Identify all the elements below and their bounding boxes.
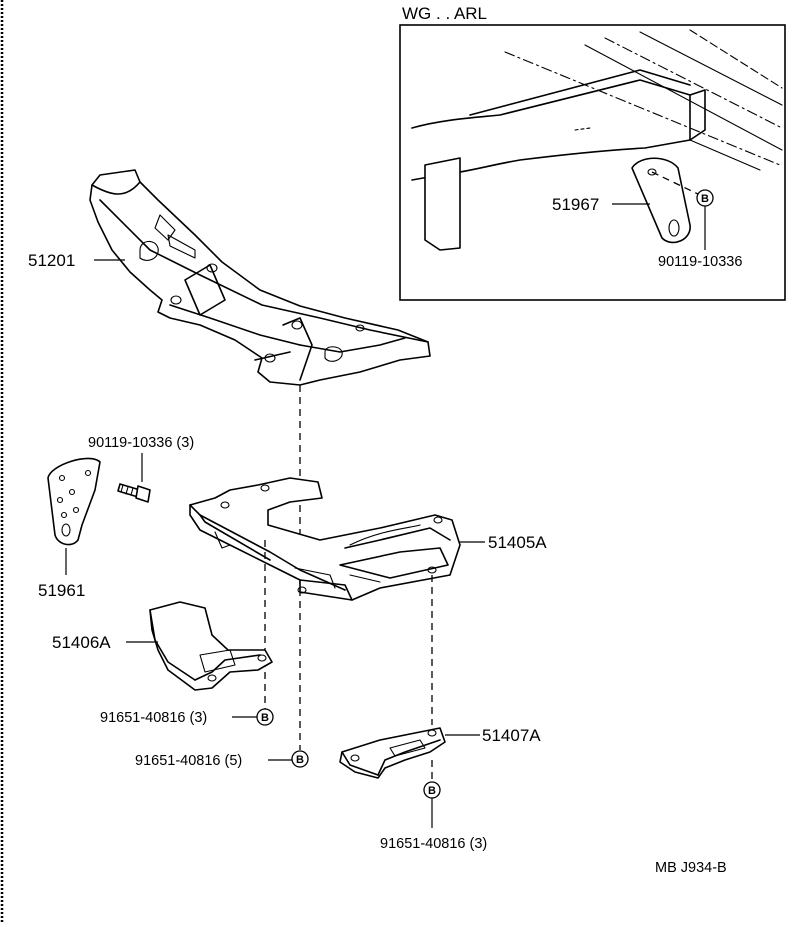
inset-frame [399,24,786,301]
bolt-90119 [117,483,151,503]
marker-rear-letter: B [428,785,436,797]
under-cover-51407A [339,727,446,779]
marker-center-letter: B [296,754,304,766]
label-51201: 51201 [28,251,75,270]
label-51961: 51961 [38,581,85,600]
label-51407A: 51407A [482,726,541,745]
crossmember-51201 [89,169,431,386]
inset-part-label: 51967 [552,195,599,214]
diagram-ref: MB J934-B [655,860,727,876]
label-front-clip: 91651-40816 (3) [100,710,207,726]
marker-front-letter: B [261,712,269,724]
label-51405A: 51405A [488,533,547,552]
inset-bracket-51967 [631,157,701,244]
label-center-clip: 91651-40816 (5) [135,753,242,769]
inset-bolt-label: 90119-10336 [658,254,742,270]
label-51406A: 51406A [52,633,111,652]
label-bolt: 90119-10336 (3) [88,435,194,451]
under-cover-51405A [189,477,461,601]
marker-center-circle [291,750,309,768]
inset-frame-rail [411,29,783,251]
inset-panel: WG . . ARL 51967 B 90119-10336 [399,4,786,301]
inset-marker-letter: B [701,193,709,205]
inset-title: WG . . ARL [402,4,487,23]
label-rear-clip: 91651-40816 (3) [380,836,487,852]
plate-51961 [47,457,101,546]
under-cover-51406A [149,601,273,691]
marker-front-circle [256,708,274,726]
